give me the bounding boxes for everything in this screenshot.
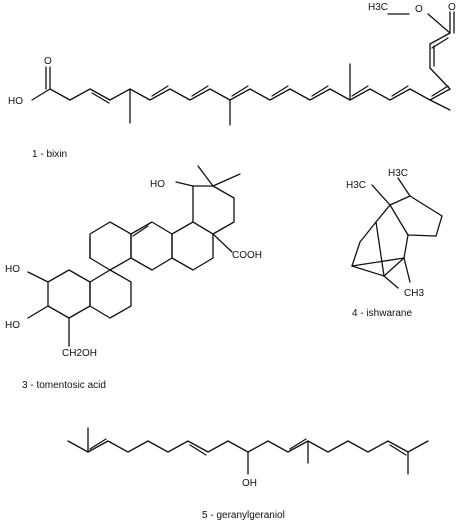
bixin-bonds — [31, 11, 455, 126]
tomentosic-oh-top-label: HO — [150, 179, 165, 190]
geranylgeraniol-oh-label: OH — [242, 478, 257, 489]
tomentosic-acid-structure: HO COOH HO HO CH2OH — [5, 165, 262, 359]
ishwarane-bonds — [351, 177, 443, 289]
geranylgeraniol-caption: 5 - geranylgeraniol — [202, 510, 285, 521]
ishwarane-methyl1-label: H3C — [346, 180, 366, 191]
tomentosic-acid-bonds — [27, 165, 241, 347]
bixin-acid-oh-label: HO — [8, 96, 23, 107]
geranylgeraniol-bonds — [67, 427, 429, 475]
bixin-acid-carbonyl-o-label: O — [44, 56, 52, 67]
tomentosic-oh-left2-label: HO — [5, 320, 20, 331]
ishwarane-structure: H3C H3C CH3 — [346, 168, 443, 299]
ishwarane-caption: 4 - ishwarane — [352, 308, 412, 319]
bixin-ester-carbonyl-o-label: O — [448, 2, 456, 13]
ishwarane-methyl3-label: CH3 — [404, 288, 424, 299]
tomentosic-cooh-label: COOH — [232, 250, 262, 261]
bixin-ester-methyl-label: H3C — [368, 2, 388, 13]
bixin-structure: HO O H3C O O — [8, 2, 456, 126]
ishwarane-methyl2-label: H3C — [388, 168, 408, 179]
bixin-ester-o-label: O — [415, 4, 423, 15]
geranylgeraniol-structure: OH — [67, 427, 429, 489]
bixin-caption: 1 - bixin — [32, 149, 67, 160]
tomentosic-ch2oh-label: CH2OH — [62, 348, 97, 359]
tomentosic-oh-left1-label: HO — [5, 264, 20, 275]
tomentosic-acid-caption: 3 - tomentosic acid — [22, 380, 106, 391]
